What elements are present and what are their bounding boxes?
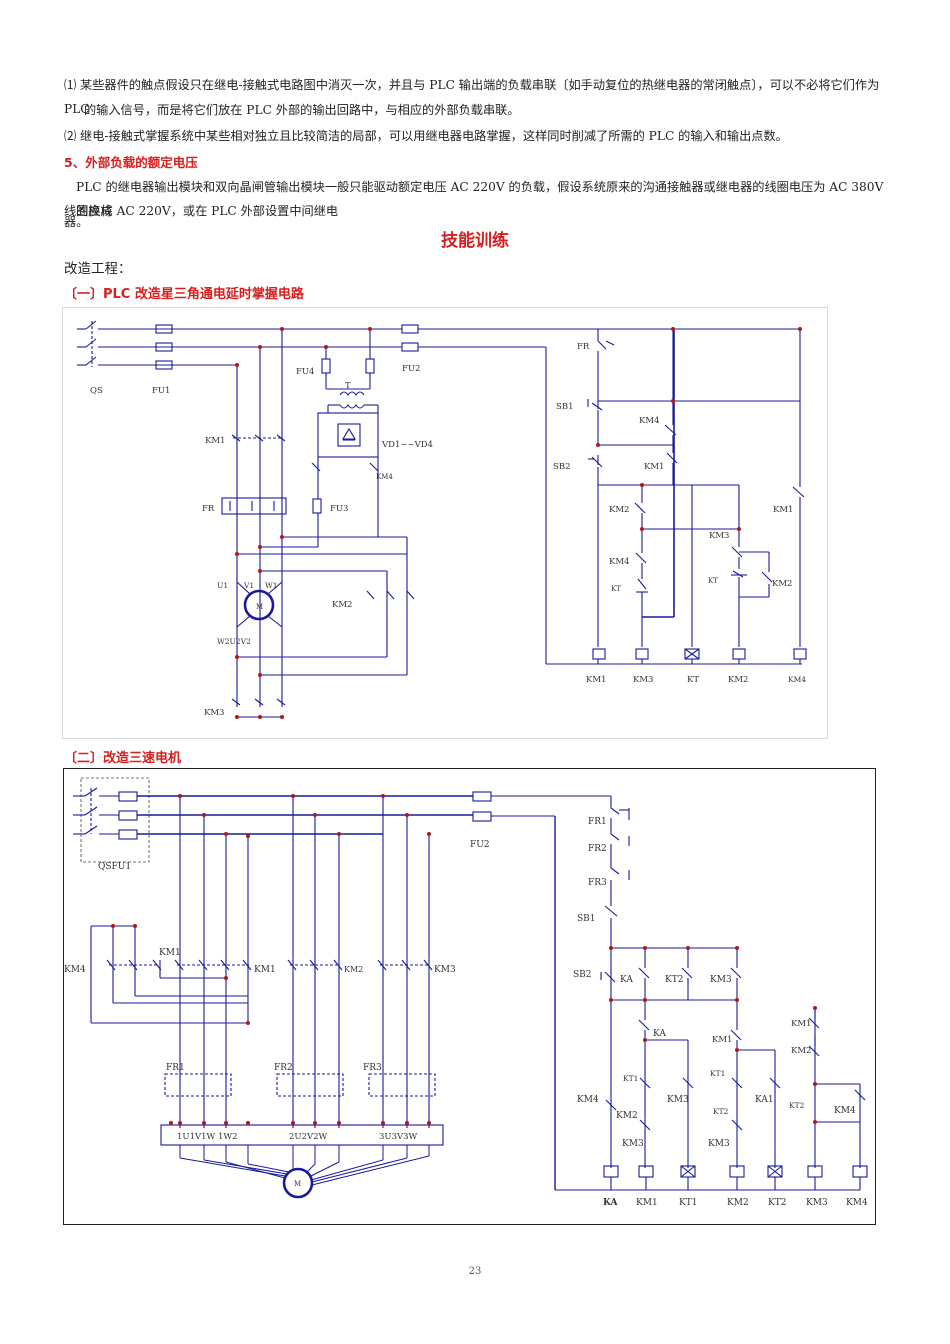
- coil-label-kt2: KT2: [768, 1198, 786, 1208]
- coil-label-kt1: KT1: [679, 1198, 697, 1208]
- label-km1-top: KM1: [159, 948, 181, 958]
- label-ctrl-km2: KM2: [609, 505, 629, 515]
- label-fr1-heater: FR1: [166, 1063, 185, 1073]
- label-sb1: SB1: [577, 914, 596, 924]
- coil-label-ka: KA: [603, 1198, 618, 1208]
- coil-label-km1: KM1: [586, 675, 606, 685]
- label-c-km3c: KM3: [622, 1139, 644, 1149]
- label-ctrl-sb1: SB1: [556, 402, 573, 412]
- coil-label-km3: KM3: [806, 1198, 828, 1208]
- coil-label-kt: KT: [687, 675, 699, 685]
- label-terminal-3: 3U3V3W: [379, 1132, 418, 1142]
- label-ctrl-fr: FR: [577, 342, 590, 352]
- label-u1: U1: [217, 581, 228, 590]
- label-ctrl-kt: KT: [611, 585, 621, 593]
- note-item-1-cont: 的输入信号，而是将它们放在 PLC 外部的输出回路中，与相应的外部负载串联。: [84, 98, 896, 122]
- label-fr-main: FR: [202, 504, 215, 514]
- training-title: 技能训练: [441, 231, 509, 251]
- coil-label-km3: KM3: [633, 675, 653, 685]
- label-fu3: FU3: [330, 504, 348, 514]
- label-c-km3b: KM3: [667, 1095, 689, 1105]
- label-c-km4: KM4: [577, 1095, 599, 1105]
- coil-label-km1: KM1: [636, 1198, 658, 1208]
- label-w2u2v2: W2U2V2: [217, 637, 251, 646]
- label-fr2: FR2: [588, 844, 607, 854]
- section-5-heading: 5、外部负载的额定电压: [64, 155, 198, 170]
- label-km3-main: KM3: [434, 965, 456, 975]
- label-km1-main: KM1: [254, 965, 276, 975]
- label-ctrl-km3: KM3: [709, 531, 729, 541]
- label-c-km3d: KM3: [708, 1139, 730, 1149]
- label-ctrl-sb2: SB2: [553, 462, 570, 472]
- coil-label-km4: KM4: [846, 1198, 868, 1208]
- diagram-2-heading: 〔二〕改造三速电机: [64, 751, 182, 766]
- label-km4-dc: KM4: [376, 473, 393, 481]
- training-intro: 改造工程：: [64, 261, 132, 277]
- label-c-kt2c: KT2: [789, 1101, 805, 1110]
- coil-label-km2: KM2: [728, 675, 748, 685]
- label-km4-left: KM4: [64, 965, 86, 975]
- label-fu2: FU2: [470, 840, 490, 850]
- label-c-km1: KM1: [791, 1019, 811, 1029]
- section-5-line-1: PLC 的继电器输出模块和双向晶闸管输出模块一般只能驱动额定电压 AC 220V…: [76, 180, 884, 218]
- label-c-km2b: KM2: [616, 1111, 638, 1121]
- label-c-kt2b: KT2: [713, 1107, 729, 1116]
- label-km2-main: KM2: [332, 600, 352, 610]
- diagram-1-heading: 〔一〕PLC 改造星三角通电延时掌握电路: [64, 287, 304, 302]
- label-c-km2: KM2: [791, 1046, 811, 1056]
- page-number: 23: [468, 1266, 482, 1277]
- label-ctrl-km4b: KM4: [609, 557, 629, 567]
- label-fu1: FU1: [152, 386, 170, 396]
- three-speed-motor-diagram: QSFU1 FU2 FR1 FR2 FR3 SB1 SB2 KM4 KM1 KM…: [63, 768, 876, 1225]
- star-delta-circuit-diagram: QS FU1 FU4 FU2 T VD1~~VD4 KM1 KM4 FR FU3…: [62, 307, 828, 739]
- label-qs: QS: [90, 386, 103, 396]
- note-item-1-line-1: ⑴ 某些器件的触点假设只在继电-接触式电路图中消灭一次，并且与 PLC 输出端的…: [64, 78, 880, 116]
- label-km1-main: KM1: [205, 436, 225, 446]
- label-sb2: SB2: [573, 970, 592, 980]
- note-item-1: ⑴ 某些器件的触点假设只在继电-接触式电路图中消灭一次，并且与 PLC 输出端的…: [64, 73, 896, 121]
- label-terminal-1: 1U1V1W 1W2: [177, 1132, 238, 1142]
- label-fr1: FR1: [588, 817, 607, 827]
- label-c-km1b: KM1: [712, 1035, 732, 1045]
- label-km2-main: KM2: [344, 965, 363, 974]
- label-motor: M: [294, 1180, 301, 1188]
- label-ctrl-km2b: KM2: [772, 579, 792, 589]
- label-fu4: FU4: [296, 367, 314, 377]
- coil-label-km4: KM4: [788, 675, 806, 684]
- label-c-ka1: KA1: [755, 1095, 774, 1105]
- label-c-kt2: KT2: [665, 975, 683, 985]
- coil-label-km2: KM2: [727, 1198, 749, 1208]
- diagram-2-nodes: [111, 794, 817, 1125]
- label-v1: V1: [243, 581, 254, 590]
- label-ctrl-ktb: KT: [708, 577, 718, 585]
- label-c-kt1: KT1: [623, 1074, 638, 1083]
- note-item-2-text: ⑵ 继电-接触式掌握系统中某些相对独立且比较简洁的局部，可以用继电器电路掌握，这…: [64, 129, 788, 143]
- label-fr2-heater: FR2: [274, 1063, 293, 1073]
- label-terminal-2: 2U2V2W: [289, 1132, 328, 1142]
- label-c-ka: KA: [620, 975, 633, 985]
- note-item-2: ⑵ 继电-接触式掌握系统中某些相对独立且比较简洁的局部，可以用继电器电路掌握，这…: [64, 124, 896, 148]
- diagram-1-nodes: [235, 327, 802, 719]
- label-qsfu1: QSFU1: [98, 862, 131, 872]
- label-c-kt1b: KT1: [710, 1069, 725, 1078]
- label-motor: M: [256, 603, 263, 611]
- label-km3-main: KM3: [204, 708, 224, 718]
- label-c-km3: KM3: [710, 975, 732, 985]
- label-fu2: FU2: [402, 364, 420, 374]
- label-transformer: T: [345, 381, 351, 391]
- note-item-1-line-2: 的输入信号，而是将它们放在 PLC 外部的输出回路中，与相应的外部负载串联。: [84, 103, 520, 117]
- label-fr3-heater: FR3: [363, 1063, 382, 1073]
- section-5-line-2: 线圈换成 AC 220V，或在 PLC 外部设置中间继电: [64, 204, 339, 218]
- label-c-ka2: KA: [653, 1029, 666, 1039]
- label-c-km4b: KM4: [834, 1106, 856, 1116]
- label-ctrl-km1a: KM1: [644, 462, 664, 472]
- section-5-line-3: 器。: [64, 215, 89, 229]
- label-ctrl-km4: KM4: [639, 416, 659, 426]
- label-w1: W1: [265, 581, 277, 590]
- label-fr3: FR3: [588, 878, 607, 888]
- label-vd: VD1~~VD4: [381, 440, 433, 450]
- label-ctrl-km1b: KM1: [773, 505, 793, 515]
